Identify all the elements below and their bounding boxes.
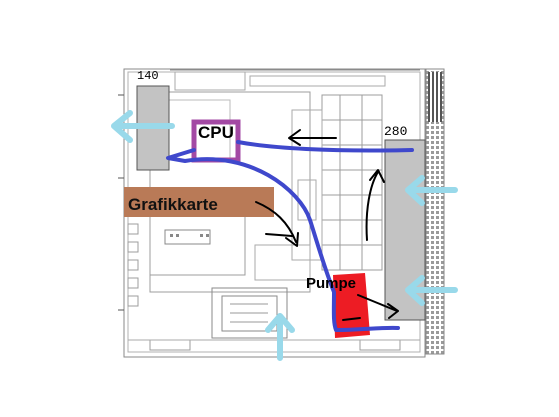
front-panel-vents xyxy=(425,68,445,355)
cpu-label: CPU xyxy=(198,123,234,142)
top-vent-slot xyxy=(249,75,386,87)
hose-radiator-to-cpu xyxy=(236,140,414,153)
hose-cpu-to-pump xyxy=(166,148,400,332)
cable-channel xyxy=(291,109,323,261)
front-io-stripes xyxy=(428,72,442,122)
pump-block xyxy=(333,273,370,338)
airflow-arrow-top xyxy=(288,129,337,146)
exhaust-arrow-rear xyxy=(111,110,175,143)
internal-airflow xyxy=(255,129,399,321)
psu-label-plate xyxy=(164,229,211,245)
external-airflow xyxy=(111,110,458,361)
case-lineart xyxy=(118,68,426,358)
bottom-fan-grill xyxy=(211,287,288,339)
coolant-loop xyxy=(166,140,414,332)
top-bracket xyxy=(174,71,246,91)
airflow-arrow-pump xyxy=(357,294,399,319)
gpu-block xyxy=(124,187,274,217)
airflow-arrow-pump-tail xyxy=(342,317,361,321)
case-foot-right xyxy=(359,339,401,351)
airflow-arrow-gpu xyxy=(255,201,299,247)
pump-label: Pumpe xyxy=(306,275,357,292)
intake-arrow-front-upper xyxy=(405,175,458,206)
intake-arrow-bottom xyxy=(265,313,295,361)
case-foot-left xyxy=(149,339,191,351)
gpu-label: Grafikkarte xyxy=(128,195,218,214)
airflow-arrow-gpu-tail xyxy=(265,233,293,237)
front-radiator-size-label: 280 xyxy=(384,124,408,139)
psu-region xyxy=(149,214,246,276)
airflow-arrow-front-up xyxy=(365,169,385,241)
intake-arrow-front-lower xyxy=(405,275,458,306)
rear-fan-size-label: 140 xyxy=(137,69,159,83)
